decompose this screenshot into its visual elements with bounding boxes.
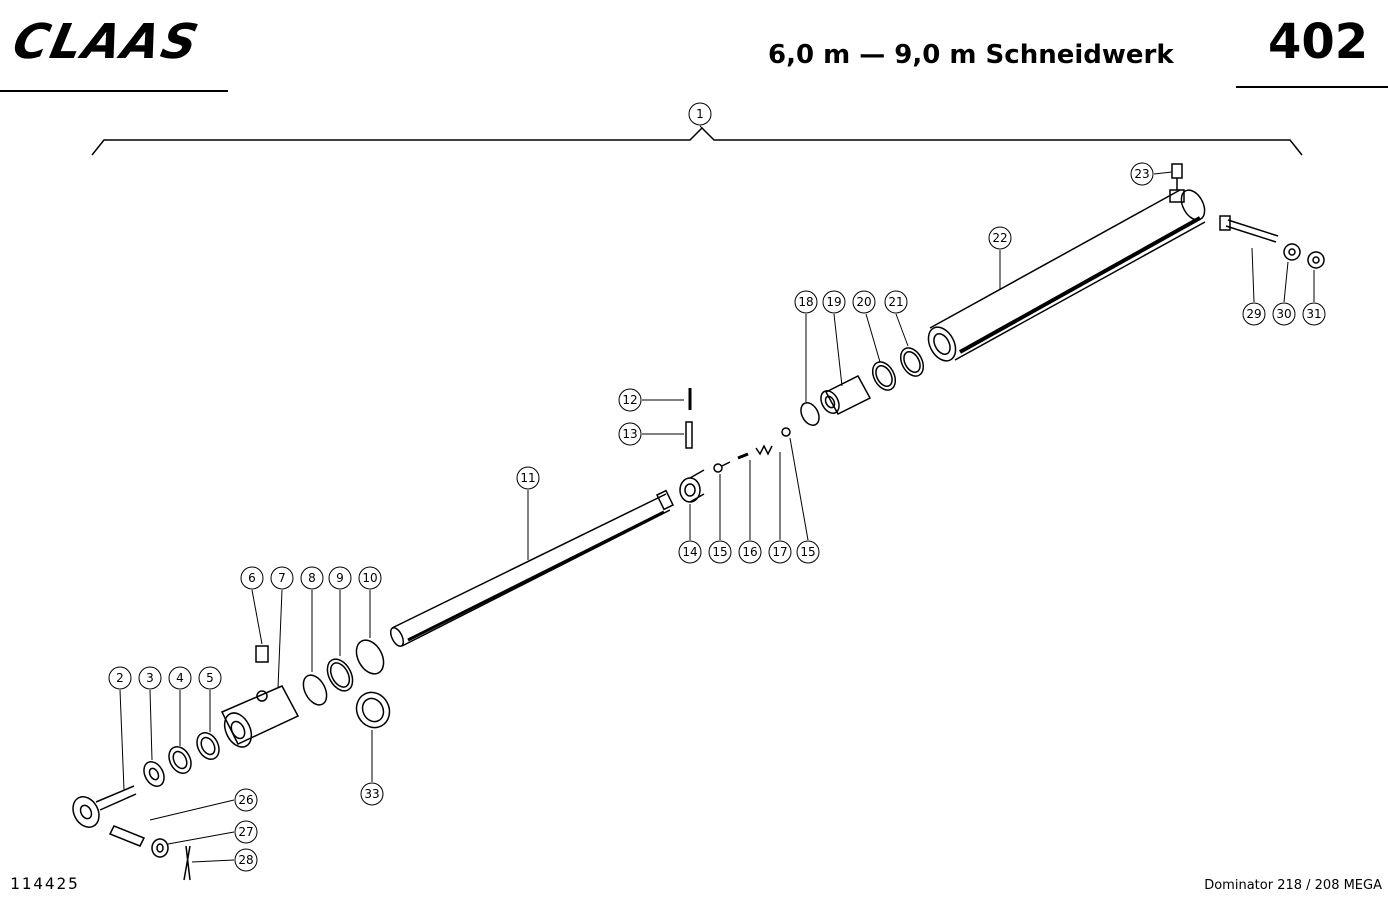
callout-label-21: 21 xyxy=(888,295,903,309)
callout-16: 16 xyxy=(738,540,762,564)
roll-pin-13 xyxy=(685,421,693,449)
callout-label-4: 4 xyxy=(176,671,184,685)
callout-21: 21 xyxy=(884,290,908,314)
callout-label-20: 20 xyxy=(856,295,871,309)
seal-5 xyxy=(196,732,220,760)
callout-5: 5 xyxy=(198,666,222,690)
callout-label-29: 29 xyxy=(1246,307,1261,321)
callout-label-2: 2 xyxy=(116,671,124,685)
page-number: 402 xyxy=(1268,14,1369,70)
piston-rod-11 xyxy=(389,489,675,648)
callout-label-1: 1 xyxy=(696,107,704,121)
callout-31: 31 xyxy=(1302,302,1326,326)
model-label: Dominator 218 / 208 MEGA xyxy=(1204,878,1382,893)
callout-17: 17 xyxy=(768,540,792,564)
nut-31 xyxy=(1307,251,1325,269)
page-number-underline xyxy=(1236,86,1388,88)
cylinder-head-7 xyxy=(220,685,300,748)
nut-30 xyxy=(1283,243,1301,261)
callout-label-18: 18 xyxy=(798,295,813,309)
callout-12: 12 xyxy=(618,388,642,412)
fitting-6 xyxy=(255,645,269,663)
callout-28: 28 xyxy=(234,848,258,872)
callout-23: 23 xyxy=(1130,162,1154,186)
callout-26: 26 xyxy=(234,788,258,812)
callout-label-3: 3 xyxy=(146,671,154,685)
callout-30: 30 xyxy=(1272,302,1296,326)
callout-19: 19 xyxy=(822,290,846,314)
callout-label-19: 19 xyxy=(826,295,841,309)
callout-label-28: 28 xyxy=(238,853,253,867)
callout-label-7: 7 xyxy=(278,571,286,585)
callout-2: 2 xyxy=(108,666,132,690)
callout-29: 29 xyxy=(1242,302,1266,326)
callout-13: 13 xyxy=(618,422,642,446)
callout-3: 3 xyxy=(138,666,162,690)
callout-label-15a: 15 xyxy=(712,545,727,559)
eye-bolt-2 xyxy=(72,785,137,828)
callout-label-12: 12 xyxy=(622,393,637,407)
callout-label-10: 10 xyxy=(362,571,377,585)
seal-4 xyxy=(168,746,192,774)
pin-26 xyxy=(108,825,146,847)
bolt-29 xyxy=(1219,215,1279,243)
callout-15a: 15 xyxy=(708,540,732,564)
ring-8 xyxy=(302,674,328,706)
callout-label-8: 8 xyxy=(308,571,316,585)
callout-label-5: 5 xyxy=(206,671,214,685)
bushing-33 xyxy=(355,691,391,729)
grease-nipple-23 xyxy=(1171,163,1183,190)
callout-27: 27 xyxy=(234,820,258,844)
callout-label-9: 9 xyxy=(336,571,344,585)
cotter-pin-28 xyxy=(183,845,191,881)
seal-9 xyxy=(326,658,354,692)
callout-label-31: 31 xyxy=(1306,307,1321,321)
callout-7: 7 xyxy=(270,566,294,590)
callout-14: 14 xyxy=(678,540,702,564)
callout-label-17: 17 xyxy=(772,545,787,559)
callout-33: 33 xyxy=(360,782,384,806)
callout-10: 10 xyxy=(358,566,382,590)
nut-3 xyxy=(143,761,165,787)
bushing-14 xyxy=(679,469,705,503)
valve-parts-15-17 xyxy=(713,427,791,473)
callout-9: 9 xyxy=(328,566,352,590)
callout-20: 20 xyxy=(852,290,876,314)
washer-27 xyxy=(151,838,169,858)
callout-label-23: 23 xyxy=(1134,167,1149,181)
assembly-bracket xyxy=(91,126,1303,156)
callout-label-11: 11 xyxy=(520,471,535,485)
callout-label-27: 27 xyxy=(238,825,253,839)
callout-18: 18 xyxy=(794,290,818,314)
o-ring-10 xyxy=(355,639,385,675)
o-ring-18 xyxy=(800,402,820,426)
callout-22: 22 xyxy=(988,226,1012,250)
page-header: CLAAS 6,0 m — 9,0 m Schneidwerk 402 xyxy=(0,0,1388,92)
callout-label-26: 26 xyxy=(238,793,253,807)
callout-label-22: 22 xyxy=(992,231,1007,245)
callout-15b: 15 xyxy=(796,540,820,564)
callout-label-14: 14 xyxy=(682,545,697,559)
seal-20 xyxy=(871,361,897,391)
callout-label-33: 33 xyxy=(364,787,379,801)
callout-label-13: 13 xyxy=(622,427,637,441)
page-title: 6,0 m — 9,0 m Schneidwerk xyxy=(768,40,1174,70)
callout-4: 4 xyxy=(168,666,192,690)
piston-19 xyxy=(820,375,872,415)
callout-8: 8 xyxy=(300,566,324,590)
callout-label-30: 30 xyxy=(1276,307,1291,321)
callout-label-15b: 15 xyxy=(800,545,815,559)
callout-11: 11 xyxy=(516,466,540,490)
seal-21 xyxy=(899,347,925,377)
drawing-number: 114425 xyxy=(10,874,80,893)
callout-6: 6 xyxy=(240,566,264,590)
callout-1: 1 xyxy=(688,102,712,126)
logo-underline xyxy=(0,90,228,92)
cylinder-tube-22 xyxy=(927,189,1206,362)
callout-label-6: 6 xyxy=(248,571,256,585)
callout-label-16: 16 xyxy=(742,545,757,559)
